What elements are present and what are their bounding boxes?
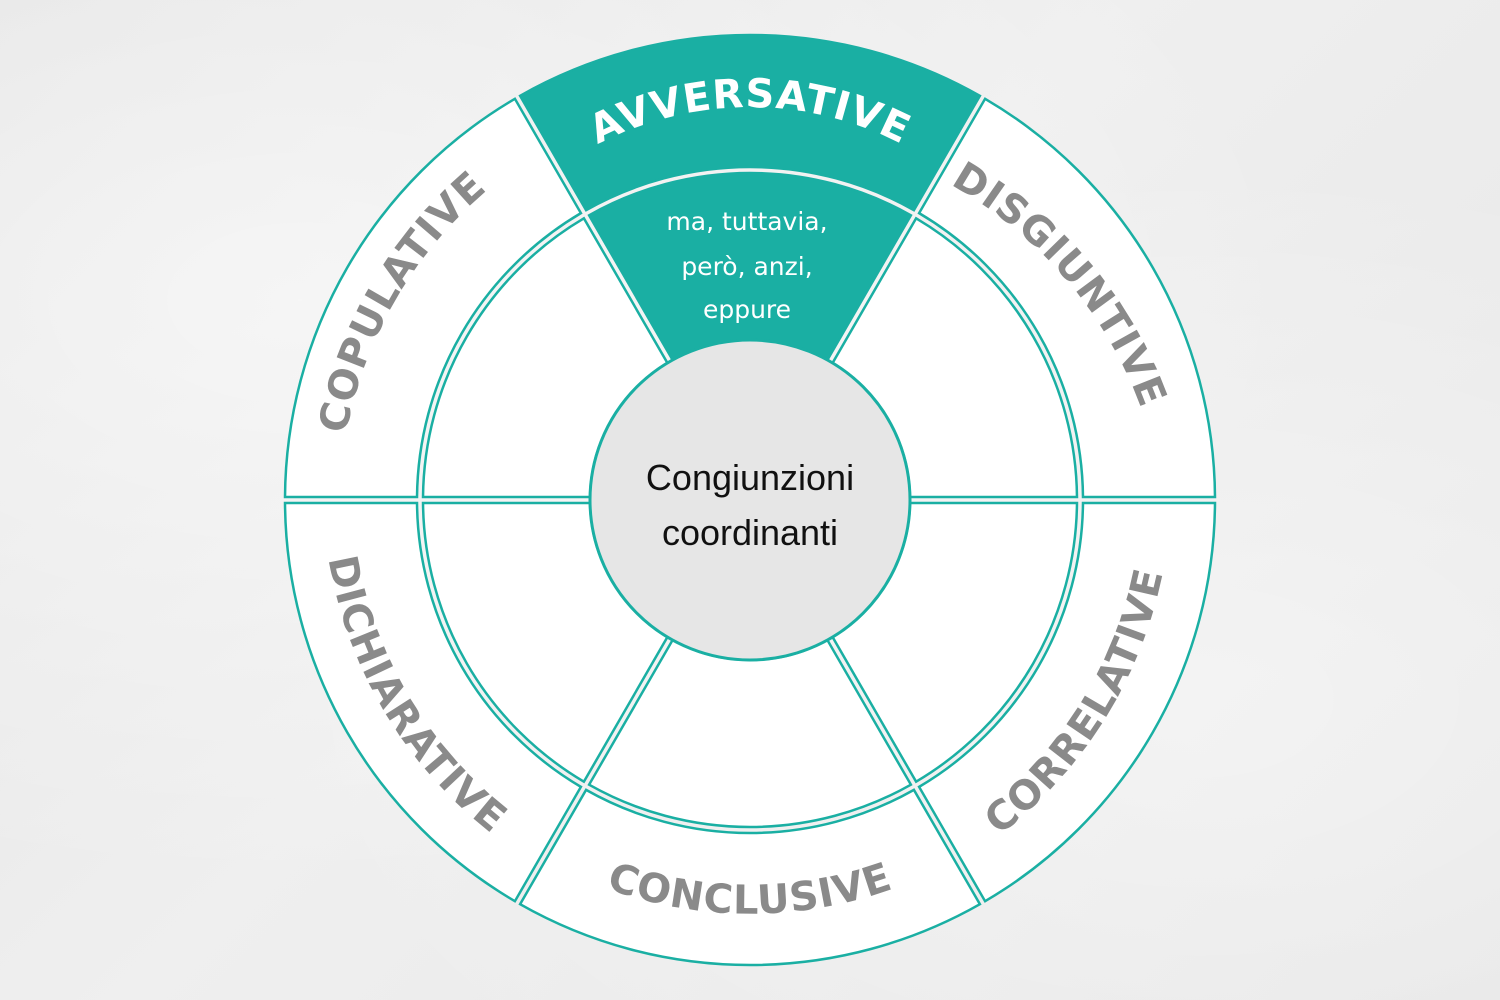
avversative-examples-line2: però, anzi,	[681, 252, 812, 281]
outer-sector-copulative[interactable]	[283, 97, 583, 499]
outer-sector-correlative[interactable]	[917, 501, 1217, 903]
center-circle	[588, 338, 912, 662]
outer-sector-conclusive[interactable]	[518, 788, 982, 967]
wheel-segments	[283, 33, 1217, 967]
outer-sector-disgiuntive[interactable]	[917, 97, 1217, 499]
outer-sector-avversative[interactable]	[518, 33, 982, 212]
outer-sector-dichiarative[interactable]	[283, 501, 583, 903]
avversative-examples-line1: ma, tuttavia,	[666, 207, 827, 236]
center-title-line2: coordinanti	[662, 512, 838, 553]
center-title-line1: Congiunzioni	[646, 457, 854, 498]
avversative-examples-line3: eppure	[703, 295, 791, 324]
